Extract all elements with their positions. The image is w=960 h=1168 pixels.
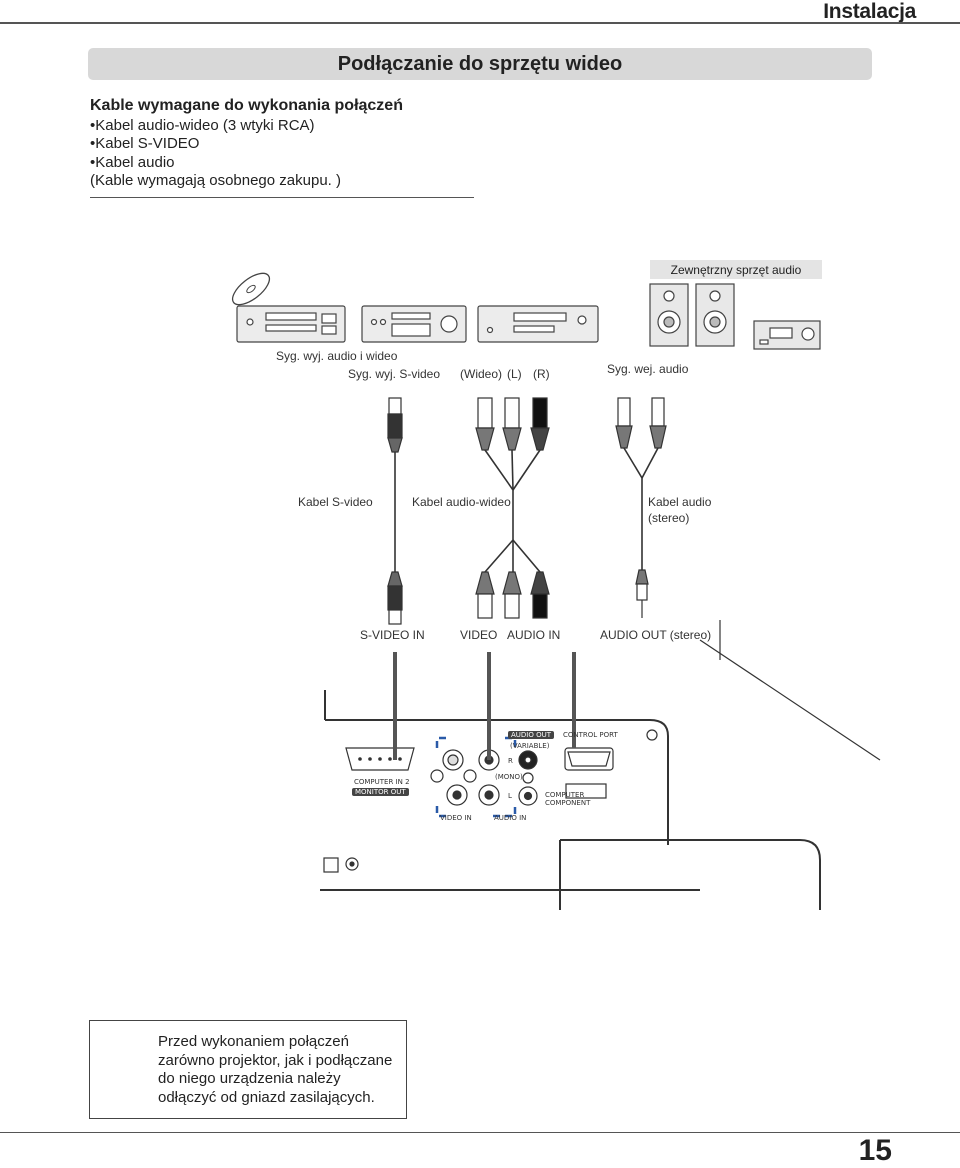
panel-control-port-label: CONTROL PORT — [563, 731, 618, 739]
svideo-plug-top — [387, 397, 403, 453]
required-cables-box: Kable wymagane do wykonania połączeń Kab… — [90, 97, 474, 198]
vcr-icon — [361, 305, 467, 343]
rca-plug-audio-r-top — [649, 397, 667, 449]
page-title: Podłączanie do sprzętu wideo — [88, 48, 872, 80]
cable-item: Kabel audio-wideo (3 wtyki RCA) — [90, 117, 474, 136]
amplifier-icon — [753, 320, 821, 350]
panel-computer-in2-label: COMPUTER IN 2 — [354, 778, 410, 786]
footer-rule — [0, 1132, 960, 1133]
panel-variable-label: (VARIABLE) — [510, 742, 550, 750]
rca-plug-audio-l-top — [615, 397, 633, 449]
rca-plug-right-top — [530, 397, 550, 451]
audio-input-signal-label: Syg. wej. audio — [607, 362, 689, 376]
plug-video-label: (Wideo) — [460, 367, 503, 381]
audio-cable-label: Kabel audio — [648, 495, 712, 509]
header-rule — [0, 22, 960, 24]
panel-l-label: L — [508, 792, 512, 800]
rca-plug-left-top — [502, 397, 522, 451]
svideo-in-label: S-VIDEO IN — [360, 628, 425, 642]
panel-audio-out-label: AUDIO OUT — [508, 731, 555, 739]
warning-box — [89, 1020, 407, 1119]
projector-feed-lines — [393, 652, 576, 760]
plug-left-label: (L) — [507, 367, 522, 381]
speaker-right-icon — [695, 283, 735, 347]
rca-plug-video-bottom — [475, 571, 495, 619]
av-output-label: Syg. wyj. audio i wideo — [276, 349, 398, 363]
video-in-label: VIDEO — [460, 628, 498, 642]
svideo-cable-label: Kabel S-video — [298, 495, 373, 509]
rca-plug-right-bottom — [530, 571, 550, 619]
cable-item: Kabel S-VIDEO — [90, 135, 474, 154]
panel-computer-label: COMPUTER — [545, 791, 585, 799]
mini-jack-plug — [635, 569, 649, 618]
rca-plug-video-top — [475, 397, 495, 451]
svideo-plug-bottom — [387, 571, 403, 625]
audio-out-label: AUDIO OUT (stereo) — [600, 628, 712, 642]
purchase-note: (Kable wymagają osobnego zakupu. ) — [90, 172, 341, 189]
projector-outline — [320, 620, 881, 910]
audio-in-label: AUDIO IN — [507, 628, 561, 642]
panel-component-label: COMPONENT — [545, 799, 591, 807]
required-cables-list: Kabel audio-wideo (3 wtyki RCA) Kabel S-… — [90, 117, 474, 173]
section-title: Instalacja — [823, 0, 916, 23]
speaker-left-icon — [649, 283, 689, 347]
dvd-player-icon — [236, 305, 346, 343]
panel-r-label: R — [508, 757, 513, 765]
video-device-icon — [477, 305, 599, 343]
av-cable-label: Kabel audio-wideo — [412, 495, 511, 509]
panel-video-in-label: VIDEO IN — [440, 814, 472, 822]
connection-diagram — [231, 272, 881, 910]
rca-plug-left-bottom — [502, 571, 522, 619]
required-cables-heading: Kable wymagane do wykonania połączeń — [90, 97, 403, 114]
external-audio-label: Zewnętrzny sprzęt audio — [650, 260, 822, 279]
panel-mono-label: (MONO) — [495, 773, 523, 781]
panel-monitor-out-label: MONITOR OUT — [352, 788, 409, 796]
panel-audio-in-label: AUDIO IN — [494, 814, 527, 822]
cable-item: Kabel audio — [90, 154, 474, 173]
warning-text: Przed wykonaniem połączeń zarówno projek… — [158, 1033, 393, 1106]
disc-icon — [231, 272, 271, 306]
plug-right-label: (R) — [533, 367, 550, 381]
svideo-output-label: Syg. wyj. S-video — [348, 367, 441, 381]
page-number: 15 — [858, 1134, 892, 1167]
cable-lines — [394, 447, 659, 573]
audio-cable-stereo-label: (stereo) — [648, 511, 690, 525]
